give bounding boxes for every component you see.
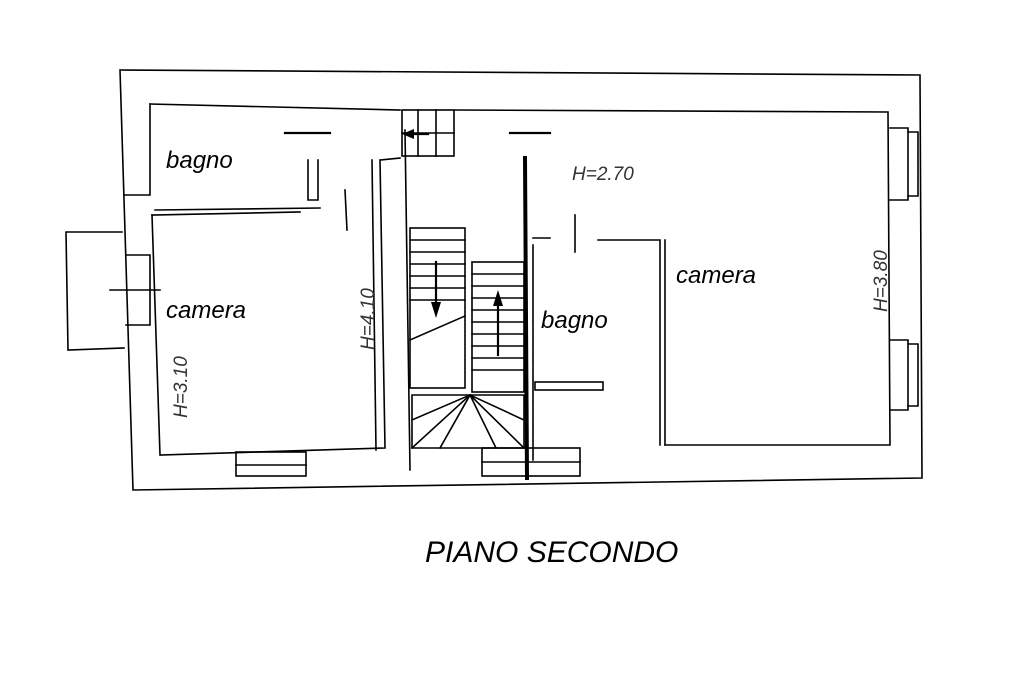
room-label-camera-left: camera bbox=[166, 297, 246, 324]
inner-walls bbox=[149, 103, 891, 481]
height-label-corridor: H=4.10 bbox=[358, 288, 379, 350]
right-windows bbox=[889, 127, 919, 411]
outer-walls bbox=[119, 69, 923, 491]
bottom-openings bbox=[235, 447, 581, 477]
left-balcony bbox=[65, 231, 161, 351]
height-label-camera-right: H=3.80 bbox=[871, 250, 892, 312]
height-label-camera-left: H=3.10 bbox=[171, 356, 192, 418]
height-label-upper: H=2.70 bbox=[572, 164, 634, 185]
floor-title: PIANO SECONDO bbox=[425, 536, 678, 569]
up-arrow-icon bbox=[493, 290, 503, 306]
room-label-camera-right: camera bbox=[676, 262, 756, 289]
room-label-bagno-left: bagno bbox=[166, 147, 233, 174]
staircase bbox=[401, 109, 526, 450]
down-arrow-icon bbox=[431, 302, 441, 318]
left-arrow-icon bbox=[402, 129, 414, 139]
room-label-bagno-center: bagno bbox=[541, 307, 608, 334]
